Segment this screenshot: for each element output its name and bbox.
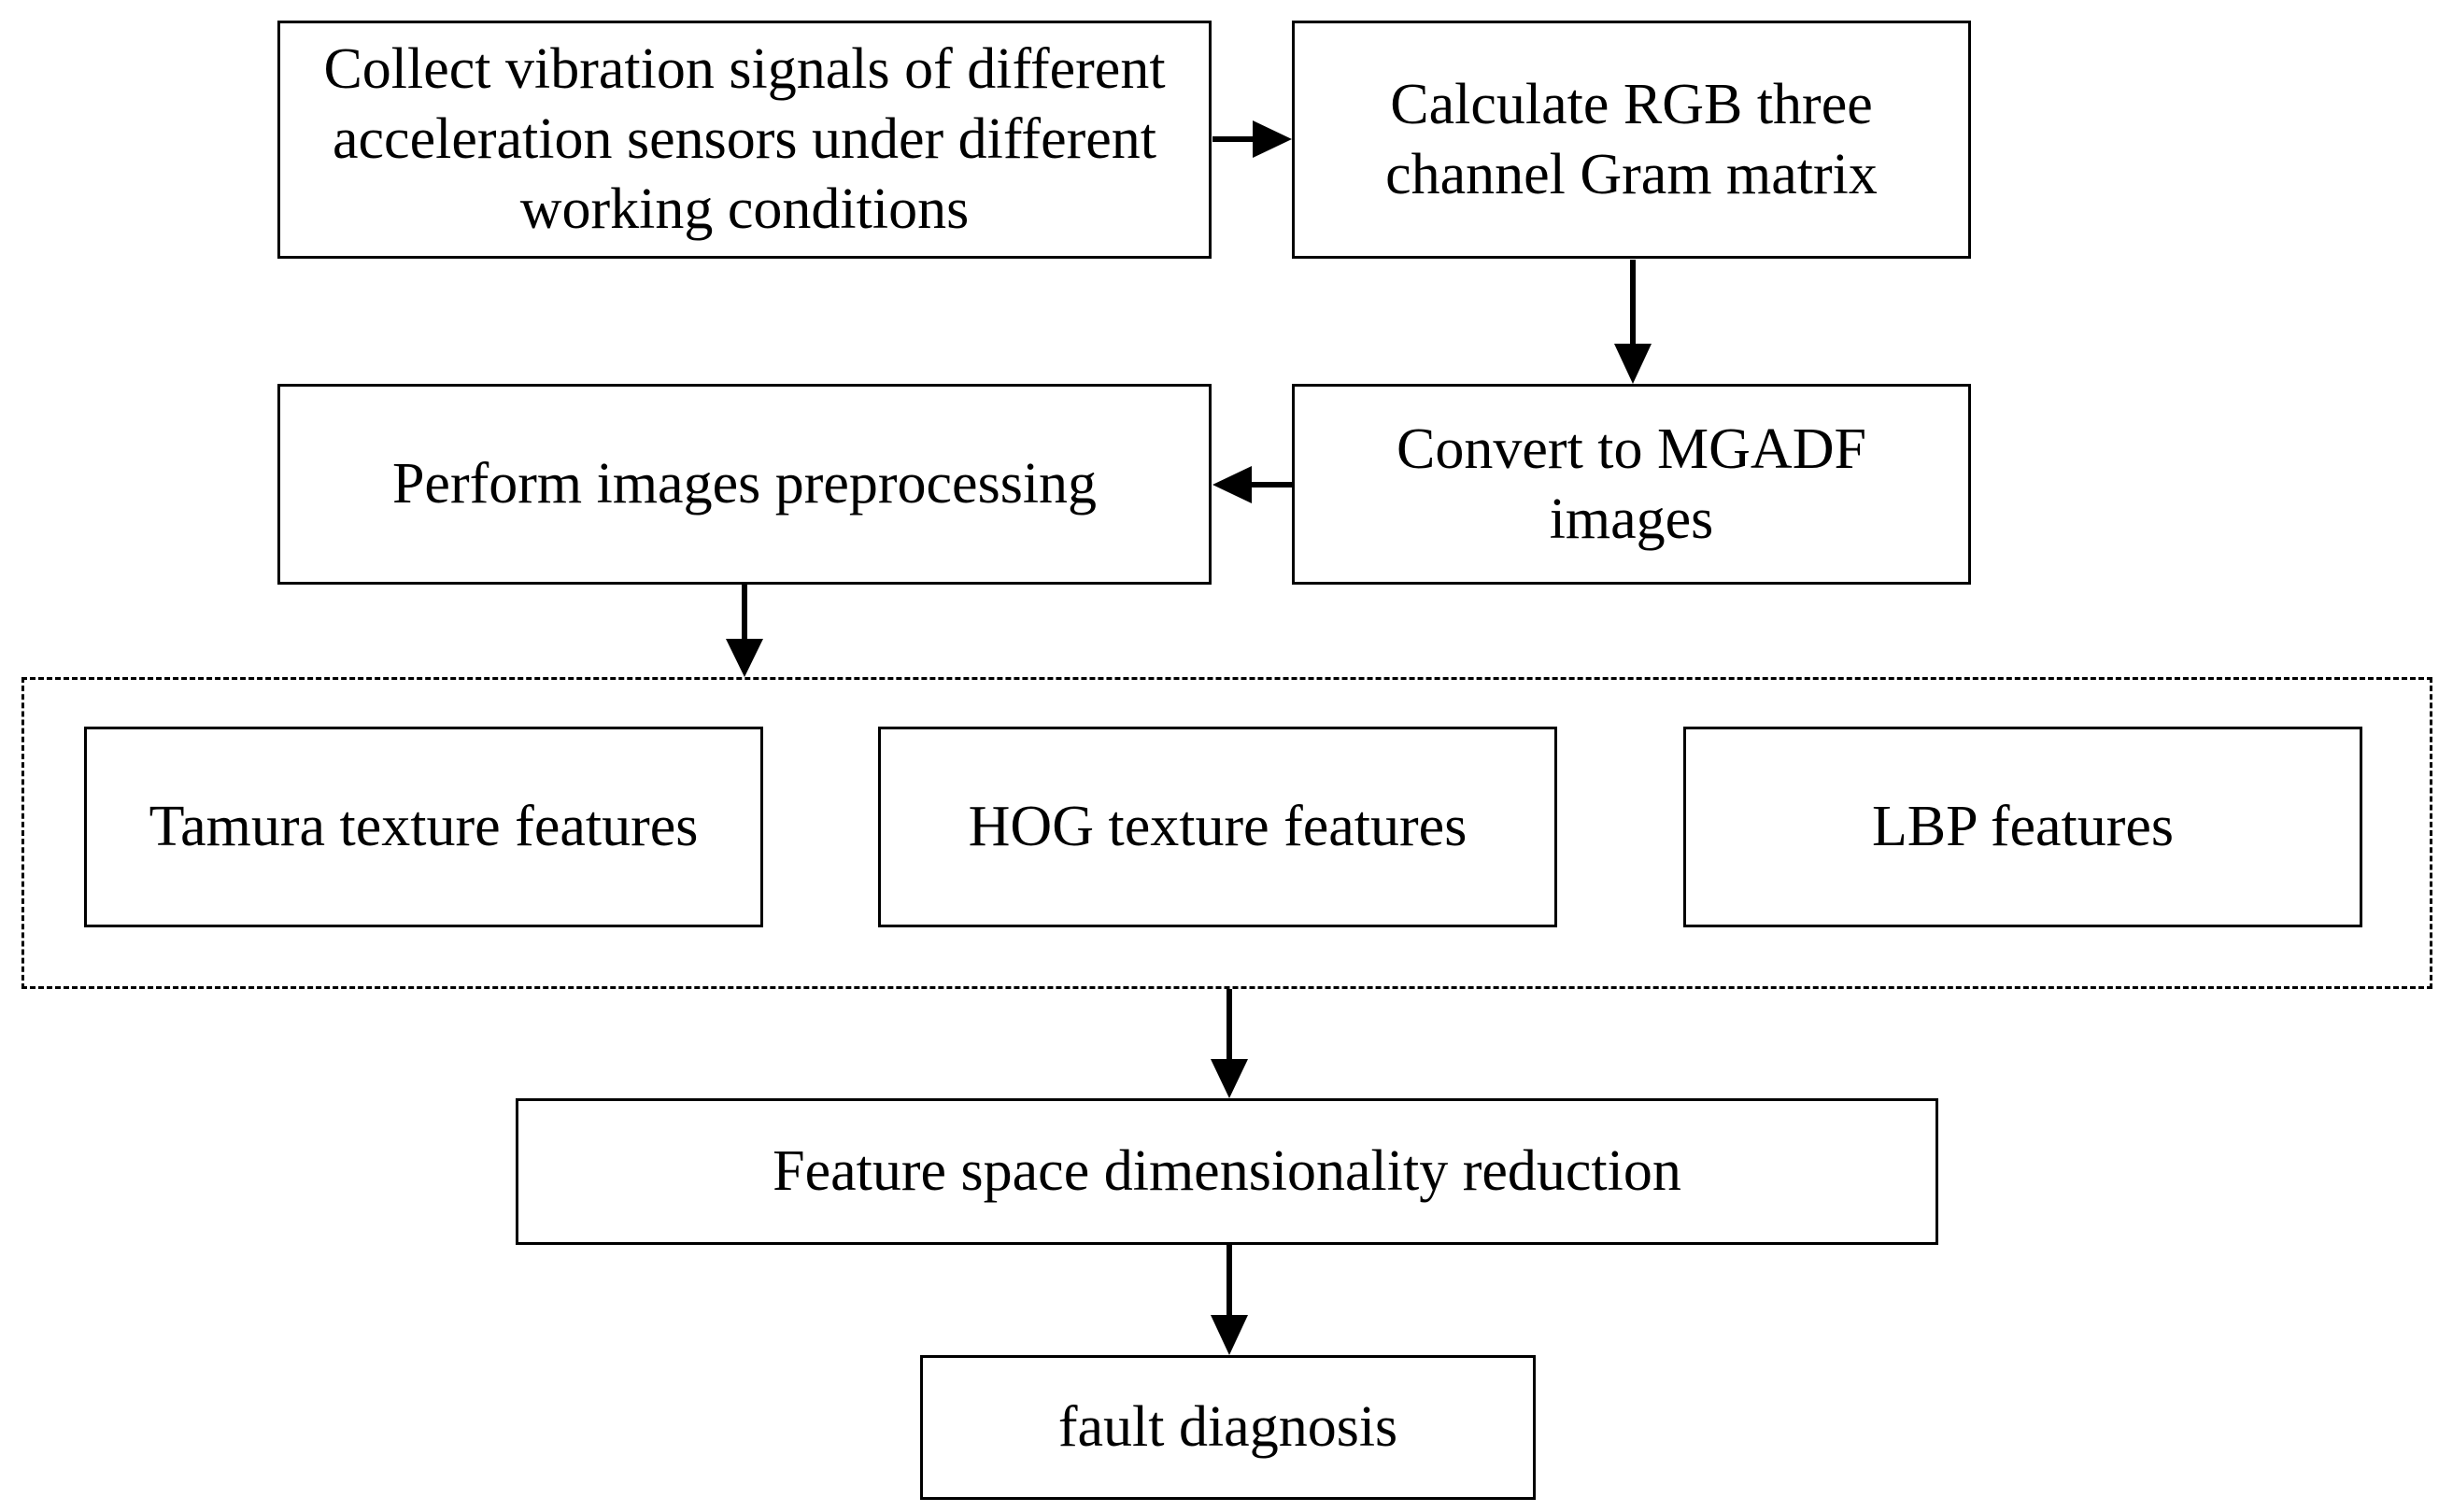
lbp-features-label: LBP features	[1871, 795, 2175, 858]
lbp-features-box: LBP features	[1683, 727, 2362, 927]
arrowhead-left	[1212, 466, 1252, 503]
hog-features-label: HOG texture features	[968, 795, 1468, 858]
arrowhead-down-2	[726, 639, 763, 677]
convert-mgadf-box: Convert to MGADF images	[1292, 384, 1971, 585]
convert-mgadf-label: Convert to MGADF images	[1397, 417, 1866, 551]
tamura-features-box: Tamura texture features	[84, 727, 763, 927]
arrowhead-down-1	[1614, 344, 1652, 384]
arrowhead-down-3	[1211, 1059, 1248, 1098]
fault-diagnosis-box: fault diagnosis	[920, 1355, 1536, 1500]
calculate-gram-matrix-box: Calculate RGB three channel Gram matrix	[1292, 21, 1971, 259]
preprocessing-label: Perform images preprocessing	[391, 452, 1098, 516]
dimensionality-reduction-box: Feature space dimensionality reduction	[516, 1098, 1938, 1245]
feature-extraction-group	[21, 677, 2432, 989]
dimensionality-reduction-label: Feature space dimensionality reduction	[773, 1139, 1681, 1203]
collect-signals-label: Collect vibration signals of different a…	[323, 37, 1166, 241]
collect-signals-box: Collect vibration signals of different a…	[277, 21, 1212, 259]
fault-diagnosis-label: fault diagnosis	[1057, 1395, 1398, 1459]
tamura-features-label: Tamura texture features	[149, 795, 699, 858]
hog-features-box: HOG texture features	[878, 727, 1557, 927]
preprocessing-box: Perform images preprocessing	[277, 384, 1212, 585]
arrowhead-down-4	[1211, 1315, 1248, 1355]
arrowhead-right	[1253, 120, 1292, 158]
calculate-gram-matrix-label: Calculate RGB three channel Gram matrix	[1385, 72, 1878, 206]
